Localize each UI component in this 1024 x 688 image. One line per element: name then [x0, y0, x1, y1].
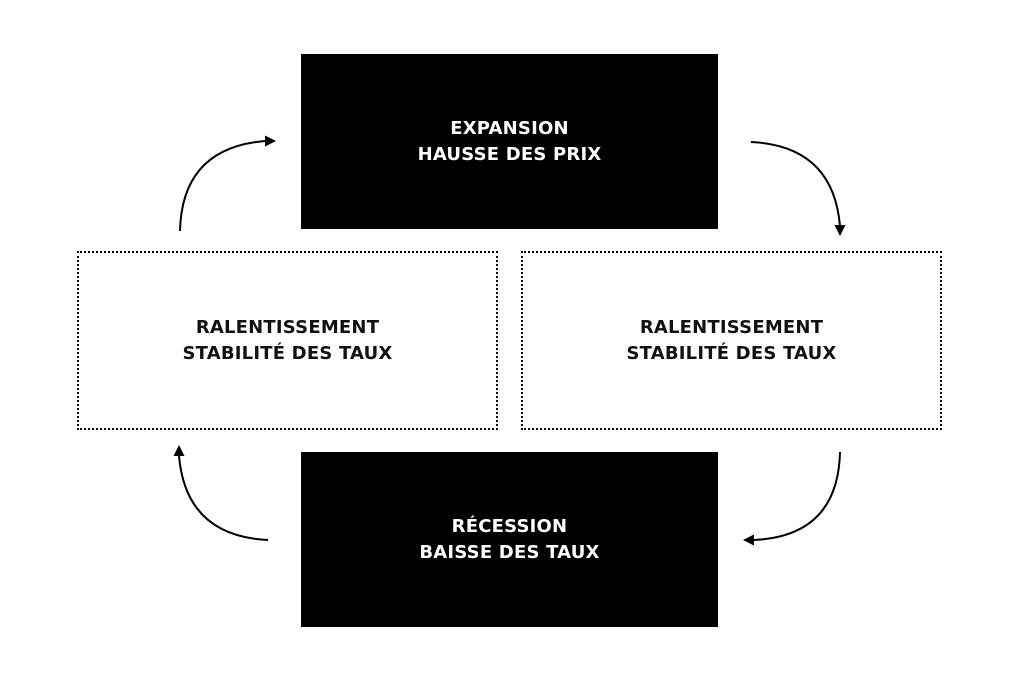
slowdown-box-left: RALENTISSEMENT STABILITÉ DES TAUX	[77, 251, 498, 430]
slowdown-right-title: RALENTISSEMENT	[639, 316, 824, 338]
recession-subtitle: BAISSE DES TAUX	[419, 541, 600, 563]
slowdown-left-title: RALENTISSEMENT	[195, 316, 380, 338]
arrow-top-to-right	[750, 141, 846, 236]
expansion-box: EXPANSION HAUSSE DES PRIX	[301, 54, 718, 229]
slowdown-box-right: RALENTISSEMENT STABILITÉ DES TAUX	[521, 251, 942, 430]
arrow-right-to-bottom	[743, 451, 841, 546]
recession-title: RÉCESSION	[451, 515, 568, 537]
expansion-subtitle: HAUSSE DES PRIX	[417, 143, 602, 165]
slowdown-right-subtitle: STABILITÉ DES TAUX	[626, 342, 837, 364]
expansion-title: EXPANSION	[450, 117, 569, 139]
recession-box: RÉCESSION BAISSE DES TAUX	[301, 452, 718, 627]
arrow-left-to-top	[179, 135, 276, 232]
slowdown-left-subtitle: STABILITÉ DES TAUX	[182, 342, 393, 364]
arrow-bottom-to-left	[173, 445, 269, 541]
